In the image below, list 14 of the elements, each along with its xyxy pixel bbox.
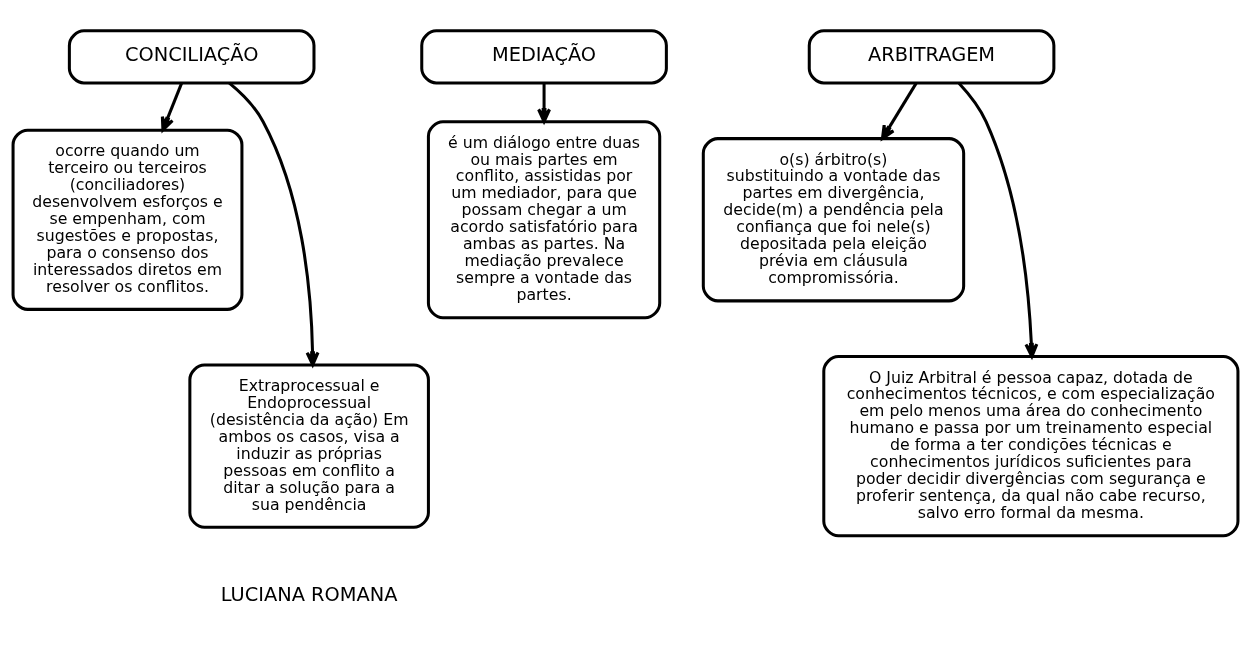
node-box: ARBITRAGEM bbox=[807, 28, 1056, 84]
node-box: CONCILIAÇÃO bbox=[67, 28, 316, 84]
node-box: ocorre quando um terceiro ou terceiros (conciliadores) desenvolvem esforços e se empenham, com sugestões e propostas, para o consenso dos interessados diretos em resolver os conflitos. bbox=[11, 128, 244, 311]
node-box: MEDIAÇÃO bbox=[420, 28, 668, 84]
node-box: Extraprocessual e Endoprocessual (desistência da ação) Em ambos os casos, visa a induzir as próprias pessoas em conflito a ditar a solução para a sua pendência bbox=[188, 363, 430, 529]
node-box: O Juiz Arbitral é pessoa capaz, dotada de conhecimentos técnicos, e com especialização em pelo menos uma área do conhecimento humano e passa por um treinamento especial de forma a ter condições técnicas e conhecimentos jurídicos suficientes para poder decidir divergências com segurança e proferir sentença, da qual não cabe recurso, salvo erro formal da mesma. bbox=[822, 354, 1240, 537]
node-box: é um diálogo entre duas ou mais partes em conflito, assistidas por um mediador, para que possam chegar a um acordo satisfatório para ambas as partes. Na mediação prevalece sempre a vontade das partes. bbox=[426, 119, 662, 319]
arrow bbox=[957, 81, 1039, 358]
arrow bbox=[880, 81, 918, 140]
label: LUCIANA ROMANA bbox=[220, 582, 398, 606]
arrow bbox=[228, 81, 320, 366]
node-box: o(s) árbitro(s) substituindo a vontade das partes em divergência, decide(m) a pendência pela confiança que foi nele(s) depositada pela eleição prévia em cláusula compromissória. bbox=[701, 136, 966, 302]
arrow bbox=[537, 82, 552, 123]
arrow bbox=[160, 82, 184, 131]
